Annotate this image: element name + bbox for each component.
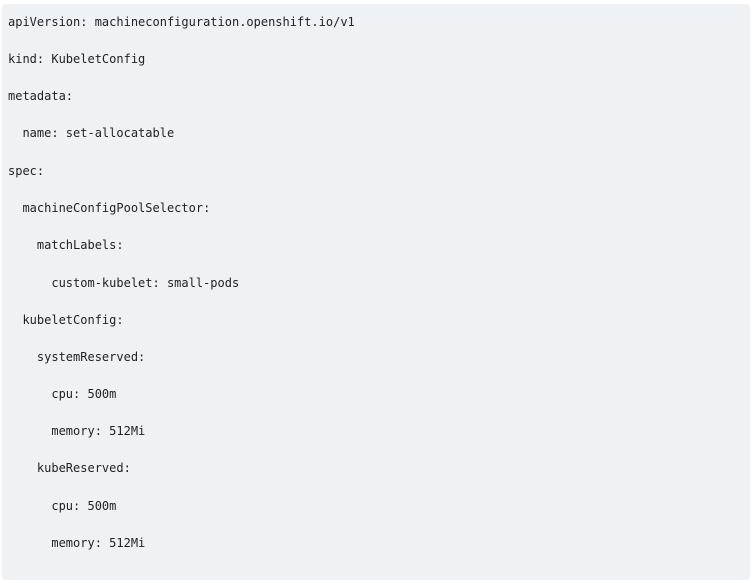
code-line-name: name: set-allocatable [8, 126, 175, 140]
code-line-kube-reserved: kubeReserved: [8, 461, 131, 475]
code-line-system-reserved: systemReserved: [8, 350, 146, 364]
code-line-system-memory: memory: 512Mi [8, 424, 146, 438]
code-line-metadata: metadata: [8, 89, 74, 103]
code-line-pool-selector: machineConfigPoolSelector: [8, 201, 211, 215]
code-line-match-labels: matchLabels: [8, 238, 124, 252]
code-block: apiVersion: machineconfiguration.openshi… [2, 4, 750, 580]
code-line-kube-cpu: cpu: 500m [8, 499, 117, 513]
code-line-custom-kubelet: custom-kubelet: small-pods [8, 276, 240, 290]
code-line-api-version: apiVersion: machineconfiguration.openshi… [8, 15, 355, 29]
code-line-kube-memory: memory: 512Mi [8, 536, 146, 550]
code-line-spec: spec: [8, 164, 45, 178]
code-line-system-cpu: cpu: 500m [8, 387, 117, 401]
code-line-kind: kind: KubeletConfig [8, 52, 146, 66]
code-line-kubelet-config: kubeletConfig: [8, 313, 124, 327]
